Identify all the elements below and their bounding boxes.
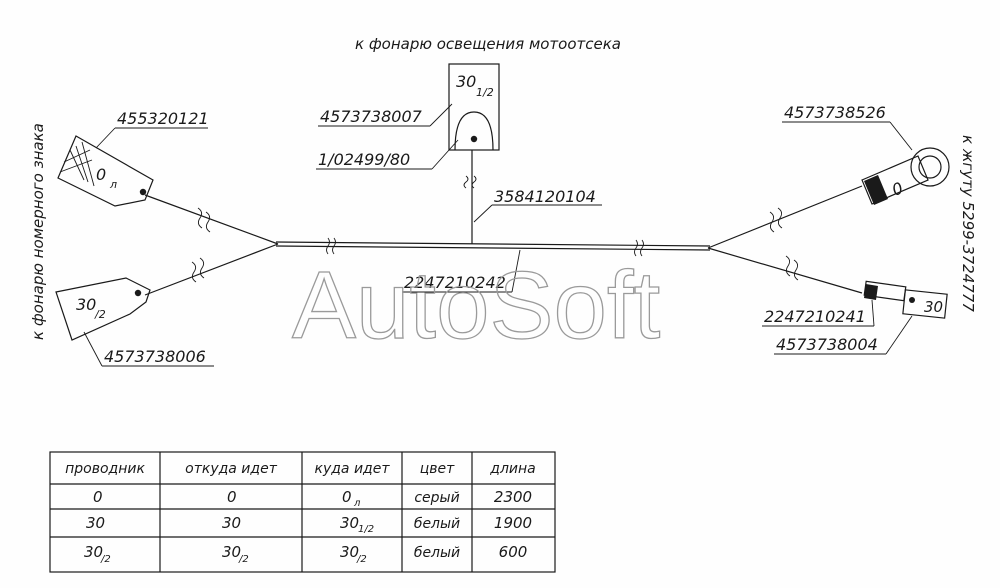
table-cell: 0 bbox=[342, 488, 352, 506]
connector-left-top: 0 л bbox=[57, 135, 154, 207]
right-branches bbox=[707, 185, 863, 294]
connector-top-label: 30 bbox=[456, 72, 476, 91]
connector-left-bottom-label: 30 bbox=[76, 295, 96, 314]
wire-table: проводник откуда идет куда идет цвет дли… bbox=[49, 451, 556, 573]
connector-right-plug: 30 bbox=[863, 280, 948, 319]
table-cell-sub: /2 bbox=[238, 554, 249, 565]
top-branch bbox=[463, 150, 477, 244]
pin-dot bbox=[909, 297, 915, 303]
table-cell: белый bbox=[414, 516, 460, 532]
caption-left: к фонарю номерного знака bbox=[29, 123, 47, 340]
caption-right: к жгуту 5299-3724777 bbox=[959, 135, 977, 312]
table-cell: 1900 bbox=[494, 514, 532, 532]
table-cell-sub: л bbox=[353, 498, 361, 509]
table-header-to: куда идет bbox=[315, 461, 391, 477]
part-label-2247210242: 2247210242 bbox=[404, 273, 506, 292]
table-header-color: цвет bbox=[420, 461, 455, 477]
table-cell: белый bbox=[414, 545, 460, 561]
table-cell: 30 bbox=[84, 543, 103, 561]
table-cell: 30 bbox=[340, 543, 359, 561]
break-mark bbox=[197, 207, 211, 233]
table-cell: 2300 bbox=[494, 488, 532, 506]
watermark-logo: AutoSoft bbox=[292, 252, 660, 359]
break-mark bbox=[634, 239, 644, 257]
part-label-455320121: 455320121 bbox=[117, 109, 209, 128]
connector-right-ring-label: 0 bbox=[889, 178, 906, 199]
break-mark bbox=[326, 237, 336, 255]
part-label-2247210241: 2247210241 bbox=[764, 307, 866, 326]
left-branches bbox=[144, 194, 279, 296]
part-labels: 455320121 4573738007 1/02499/80 35841201… bbox=[83, 103, 913, 367]
table-cell: 30 bbox=[340, 514, 359, 532]
table-cell: 30 bbox=[222, 543, 241, 561]
table-cell: 30 bbox=[222, 514, 241, 532]
connector-top-sublabel: 1/2 bbox=[476, 86, 494, 99]
break-mark bbox=[769, 207, 783, 233]
part-label-3584120104: 3584120104 bbox=[494, 187, 596, 206]
table-header-from: откуда идет bbox=[185, 461, 278, 477]
table-header-wire: проводник bbox=[65, 461, 145, 477]
table-cell: 0 bbox=[227, 488, 237, 506]
part-label-4573738006: 4573738006 bbox=[104, 347, 206, 366]
table-cell: 0 bbox=[93, 488, 103, 506]
connector-right-plug-label: 30 bbox=[924, 298, 943, 316]
table-cell-sub: /2 bbox=[100, 554, 111, 565]
connector-left-top-label: 0 bbox=[96, 165, 106, 184]
break-mark bbox=[463, 175, 477, 189]
table-cell: 600 bbox=[499, 543, 528, 561]
part-label-4573738004: 4573738004 bbox=[776, 335, 878, 354]
pin-dot bbox=[139, 188, 147, 196]
table-header-length: длина bbox=[489, 461, 535, 477]
table-cell: 30 bbox=[86, 514, 105, 532]
break-mark bbox=[191, 257, 205, 283]
table-cell-sub: /2 bbox=[356, 554, 367, 565]
table-cell: серый bbox=[414, 490, 459, 506]
pin-dot bbox=[470, 135, 478, 143]
connector-left-bottom-sublabel: /2 bbox=[94, 308, 106, 321]
connector-left-bottom: 30 /2 bbox=[55, 277, 151, 341]
connector-right-ring: 0 bbox=[861, 147, 950, 205]
break-mark bbox=[785, 255, 799, 281]
connector-top: 30 1/2 bbox=[448, 63, 500, 151]
part-label-4573738526: 4573738526 bbox=[784, 103, 886, 122]
pin-dot bbox=[134, 289, 142, 297]
table-cell-sub: 1/2 bbox=[358, 524, 374, 535]
part-label-4573738007: 4573738007 bbox=[320, 107, 423, 126]
connector-left-top-sublabel: л bbox=[109, 178, 117, 191]
caption-top: к фонарю освещения мотоотсека bbox=[355, 35, 621, 53]
main-harness bbox=[275, 237, 711, 257]
part-label-1-02499-80: 1/02499/80 bbox=[318, 150, 410, 169]
